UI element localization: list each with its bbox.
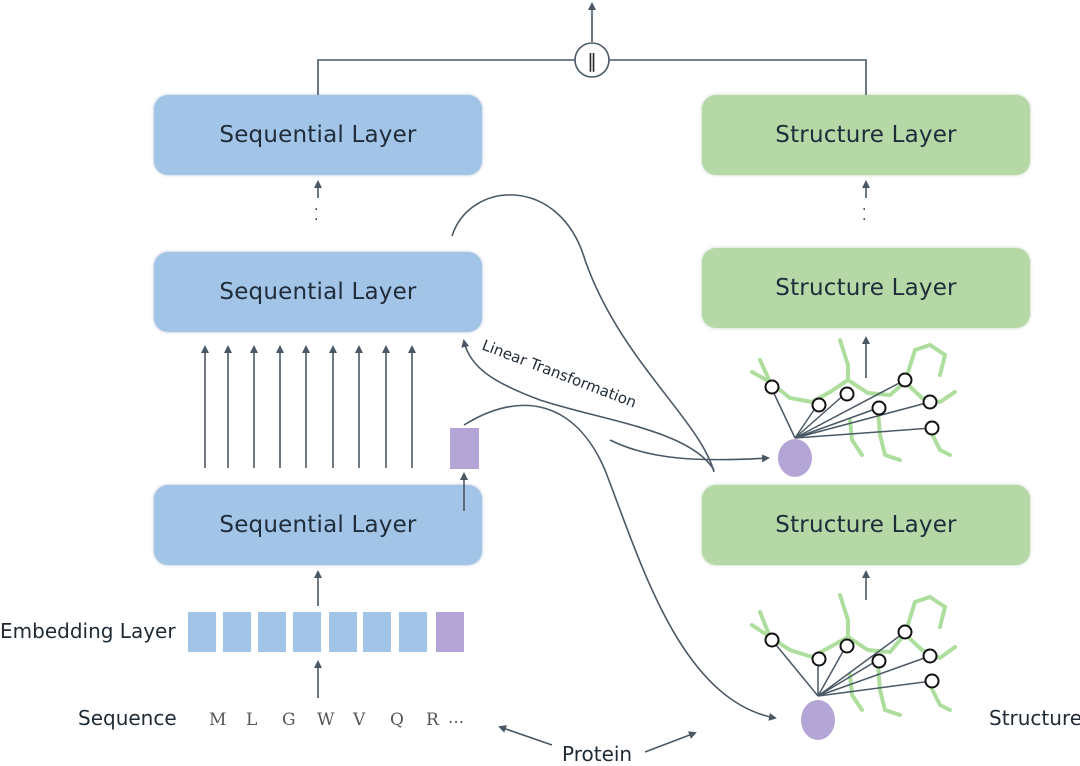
arrow-to-node [609, 439, 770, 463]
protein-to-sequence-arrow [498, 725, 553, 746]
protein-to-structure-arrow [644, 731, 697, 753]
embedding-token [258, 612, 286, 652]
ellipsis-left: ·· [314, 202, 319, 228]
sequence-letter: W [317, 710, 335, 730]
curve-seq-to-structure [451, 194, 715, 473]
sequence-letter: R [426, 710, 439, 730]
concat-symbol: ‖ [587, 50, 597, 72]
aggregated-node [778, 439, 812, 477]
structure-layer-label: Structure Layer [775, 275, 957, 301]
sequential-layer-middle: Sequential Layer [154, 252, 482, 332]
embedding-token [188, 612, 216, 652]
curve-token-to-structure [463, 404, 777, 721]
sequence-letter: V [353, 710, 366, 730]
embedding-token [399, 612, 427, 652]
protein-graph-lower [750, 593, 957, 740]
graph-edges [769, 379, 933, 439]
structure-layer-label: Structure Layer [775, 512, 957, 538]
sequence-letter: G [282, 710, 296, 730]
structure-layer-label: Structure Layer [775, 122, 957, 148]
embedding-layer-label: Embedding Layer [0, 619, 176, 643]
aggregated-node [801, 700, 835, 740]
sequential-layer-label: Sequential Layer [219, 122, 417, 148]
sequence-letter: L [246, 710, 258, 730]
structure-label: Structure [989, 706, 1080, 730]
structure-layer-bottom: Structure Layer [702, 485, 1030, 565]
concat-icon [574, 42, 610, 78]
sequence-letter: M [209, 710, 227, 730]
graph-nodes [764, 624, 940, 689]
graph-edges [771, 631, 933, 697]
sequential-layer-bottom: Sequential Layer [154, 485, 482, 565]
structure-layer-middle: Structure Layer [702, 248, 1030, 328]
right-to-concat-line [609, 59, 867, 95]
graph-nodes [764, 372, 940, 436]
sequential-layer-top: Sequential Layer [154, 95, 482, 175]
special-token-hidden [450, 428, 479, 469]
sequence-ellipsis: ... [448, 708, 465, 728]
embedding-token [329, 612, 357, 652]
embedding-token-special [436, 612, 464, 652]
embedding-token [363, 612, 391, 652]
embedding-token [223, 612, 251, 652]
ellipsis-right: ·· [862, 202, 867, 228]
left-to-concat-line [317, 59, 575, 95]
sequential-layer-label: Sequential Layer [219, 512, 417, 538]
embedding-token [293, 612, 321, 652]
protein-label: Protein [562, 742, 633, 766]
sequential-layer-label: Sequential Layer [219, 279, 417, 305]
structure-layer-top: Structure Layer [702, 95, 1030, 175]
linear-transformation-arrow [461, 339, 715, 471]
sequence-label: Sequence [78, 706, 177, 730]
sequence-letter: Q [390, 710, 404, 730]
protein-graph-upper [750, 338, 957, 477]
